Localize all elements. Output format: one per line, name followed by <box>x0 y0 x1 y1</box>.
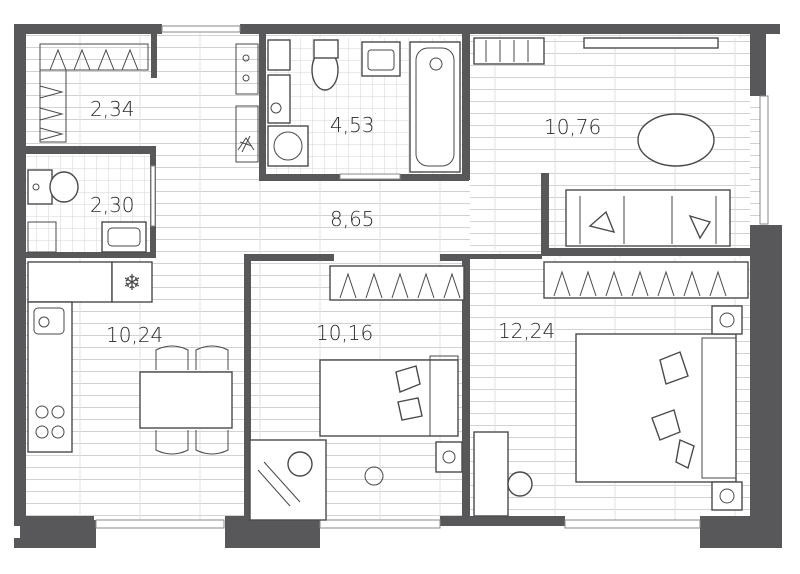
area-label-kitchen: 10,24 <box>106 323 163 347</box>
area-label-bedroom-large: 12,24 <box>498 319 555 343</box>
toilet-fixtures <box>27 169 147 253</box>
small-bedroom-furniture <box>249 265 465 521</box>
area-label-bedroom-small: 10,16 <box>316 321 373 345</box>
lamp-icon <box>364 466 384 486</box>
large-bedroom-furniture <box>473 261 749 517</box>
plant-icon <box>237 135 255 153</box>
area-label-living-room: 10,76 <box>544 115 601 139</box>
hallway-shelf <box>235 43 259 163</box>
living-room-furniture <box>473 37 731 247</box>
area-label-wardrobe-room: 2,34 <box>90 97 135 121</box>
area-label-toilet: 2,30 <box>90 193 135 217</box>
walls <box>14 24 782 548</box>
snowflake-icon: ❄ <box>123 270 141 295</box>
area-labels: 2,34 4,53 10,76 2,30 8,65 10,24 10,16 12… <box>90 97 601 347</box>
area-label-hallway: 8,65 <box>330 207 375 231</box>
bathroom-fixtures <box>267 39 461 173</box>
wardrobe-hangers <box>39 43 149 143</box>
kitchen-fixtures: ❄ <box>27 261 233 455</box>
area-label-bathroom: 4,53 <box>330 113 375 137</box>
